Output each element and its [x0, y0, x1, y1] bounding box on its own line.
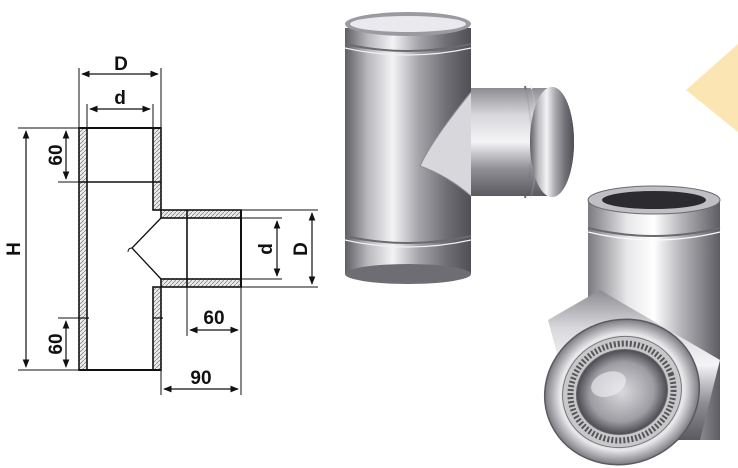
main-right-wall-upper [152, 127, 162, 211]
tee-photo-single-wall [344, 12, 574, 284]
label-inner-diameter-top: d [114, 88, 126, 109]
branch-top-wall [160, 209, 242, 219]
label-branch-length: 90 [190, 368, 211, 389]
tee-photo-insulated [543, 185, 721, 466]
label-branch-socket: 60 [203, 308, 224, 329]
label-top-socket: 60 [46, 144, 67, 165]
main-right-wall-lower [152, 286, 162, 371]
label-bottom-socket: 60 [46, 333, 67, 354]
main-left-wall [78, 127, 88, 371]
label-height: H [4, 242, 25, 256]
technical-drawing: D d H 60 60 d D 60 [4, 54, 318, 395]
label-outer-diameter-top: D [114, 54, 128, 75]
label-branch-outer-diameter: D [291, 242, 312, 256]
label-branch-inner-diameter: d [256, 243, 277, 255]
branch-bottom-wall [160, 278, 242, 288]
accent-arrow-shape [686, 44, 738, 132]
